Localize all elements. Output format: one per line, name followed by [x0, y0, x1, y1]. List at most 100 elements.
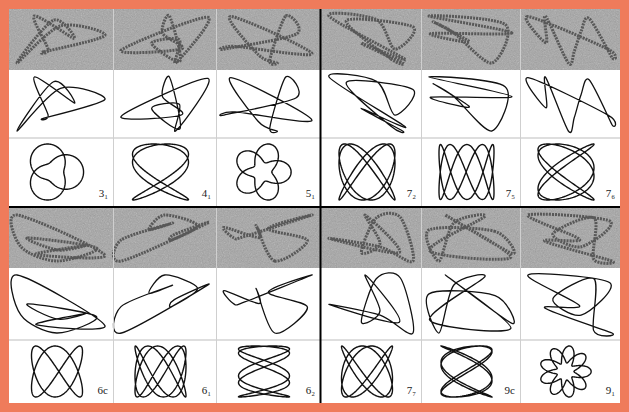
knot-halo [541, 346, 591, 397]
dna-strand [220, 15, 312, 64]
strand-tracing [17, 77, 105, 131]
micrograph-grain [9, 9, 113, 70]
row-separator [113, 340, 216, 341]
knot-diagram [239, 346, 290, 397]
knot-label: 7₅ [505, 187, 516, 200]
knot-cell [9, 208, 113, 397]
knot-label: 6c [97, 384, 109, 397]
knot-halo [439, 144, 494, 199]
figure-cells [9, 9, 620, 403]
knot-label: 7₇ [406, 384, 417, 397]
micrograph [421, 208, 520, 268]
dna-strand [329, 213, 414, 262]
knot-halo [135, 346, 186, 397]
knot-label: 7₆ [605, 187, 616, 200]
column-separator [113, 9, 114, 206]
knot-diagram [237, 144, 291, 200]
strand-tracing [329, 74, 415, 133]
knot-halo [133, 144, 189, 200]
knot-cell [321, 208, 421, 397]
knot-cell [321, 9, 421, 200]
micrograph [520, 208, 620, 268]
strand-tracing [429, 77, 512, 131]
row-separator [113, 138, 216, 139]
micrograph-grain [9, 208, 113, 268]
row-separator [321, 138, 421, 139]
strand-tracing [329, 273, 414, 334]
micrograph [9, 9, 113, 70]
divider-line [9, 206, 620, 208]
strand-tracing [526, 77, 616, 133]
knot-diagram [32, 346, 83, 397]
knot-label: 6₂ [305, 384, 316, 397]
knot-halo [441, 346, 492, 397]
micrograph [113, 9, 216, 70]
knot-label: 6₁ [201, 384, 212, 397]
knot-diagram [133, 144, 189, 200]
column-separator [520, 208, 521, 403]
knot-cell [216, 9, 320, 206]
dna-strand [526, 16, 616, 65]
micrograph-grain [520, 9, 620, 70]
row-separator [421, 340, 520, 341]
knot-cell [421, 208, 520, 403]
knot-halo [342, 346, 393, 397]
micrograph [113, 208, 216, 268]
knot-cell [9, 9, 113, 200]
column-separator [216, 208, 217, 403]
micrograph-grain [113, 208, 216, 268]
micrograph-grain [421, 9, 520, 70]
dna-strand [426, 215, 514, 261]
strand-tracing [121, 76, 209, 131]
micrograph-grain [216, 9, 320, 70]
knot-diagram [30, 144, 83, 200]
column-separator [421, 9, 422, 206]
column-separator [113, 208, 114, 403]
row-separator [520, 138, 620, 139]
dna-strand [121, 15, 209, 63]
knot-halo [32, 346, 83, 397]
knot-label: 5₁ [305, 187, 316, 200]
row-separator [216, 340, 320, 341]
knot-cell [216, 208, 320, 403]
column-separator [216, 9, 217, 206]
knot-cell [520, 9, 620, 206]
dna-strand [11, 215, 105, 261]
dna-strand [429, 16, 512, 63]
strand-tracing [426, 275, 514, 333]
micrograph [216, 9, 320, 70]
knot-diagram [342, 346, 393, 397]
knot-cell [113, 9, 216, 206]
column-separator [421, 208, 422, 403]
column-separator [520, 9, 521, 206]
knot-diagram [541, 346, 591, 397]
knot-label: 9₁ [605, 384, 616, 397]
row-separator [216, 138, 320, 139]
knot-diagram [439, 144, 494, 199]
micrograph-grain [421, 208, 520, 268]
dna-strand [223, 215, 312, 261]
knot-label: 9c [504, 384, 516, 397]
micrograph-grain [113, 9, 216, 70]
strand-tracing [223, 275, 312, 333]
row-separator [9, 138, 113, 139]
dna-strand [528, 214, 614, 263]
micrograph-grain [520, 208, 620, 268]
strand-tracing [528, 274, 614, 336]
row-separator [9, 340, 113, 341]
dna-strand [329, 13, 415, 64]
knot-diagram [339, 144, 395, 200]
micrograph [216, 208, 320, 268]
knot-halo [237, 144, 291, 200]
dna-strand [113, 215, 209, 261]
knot-halo [538, 144, 594, 200]
micrograph [421, 9, 520, 70]
micrograph-grain [321, 9, 421, 70]
knot-diagram [441, 346, 492, 397]
knot-label: 7₂ [406, 187, 417, 200]
knot-halo [30, 144, 83, 200]
row-separator [520, 340, 620, 341]
strand-tracing [113, 275, 209, 333]
knot-halo [239, 346, 290, 397]
